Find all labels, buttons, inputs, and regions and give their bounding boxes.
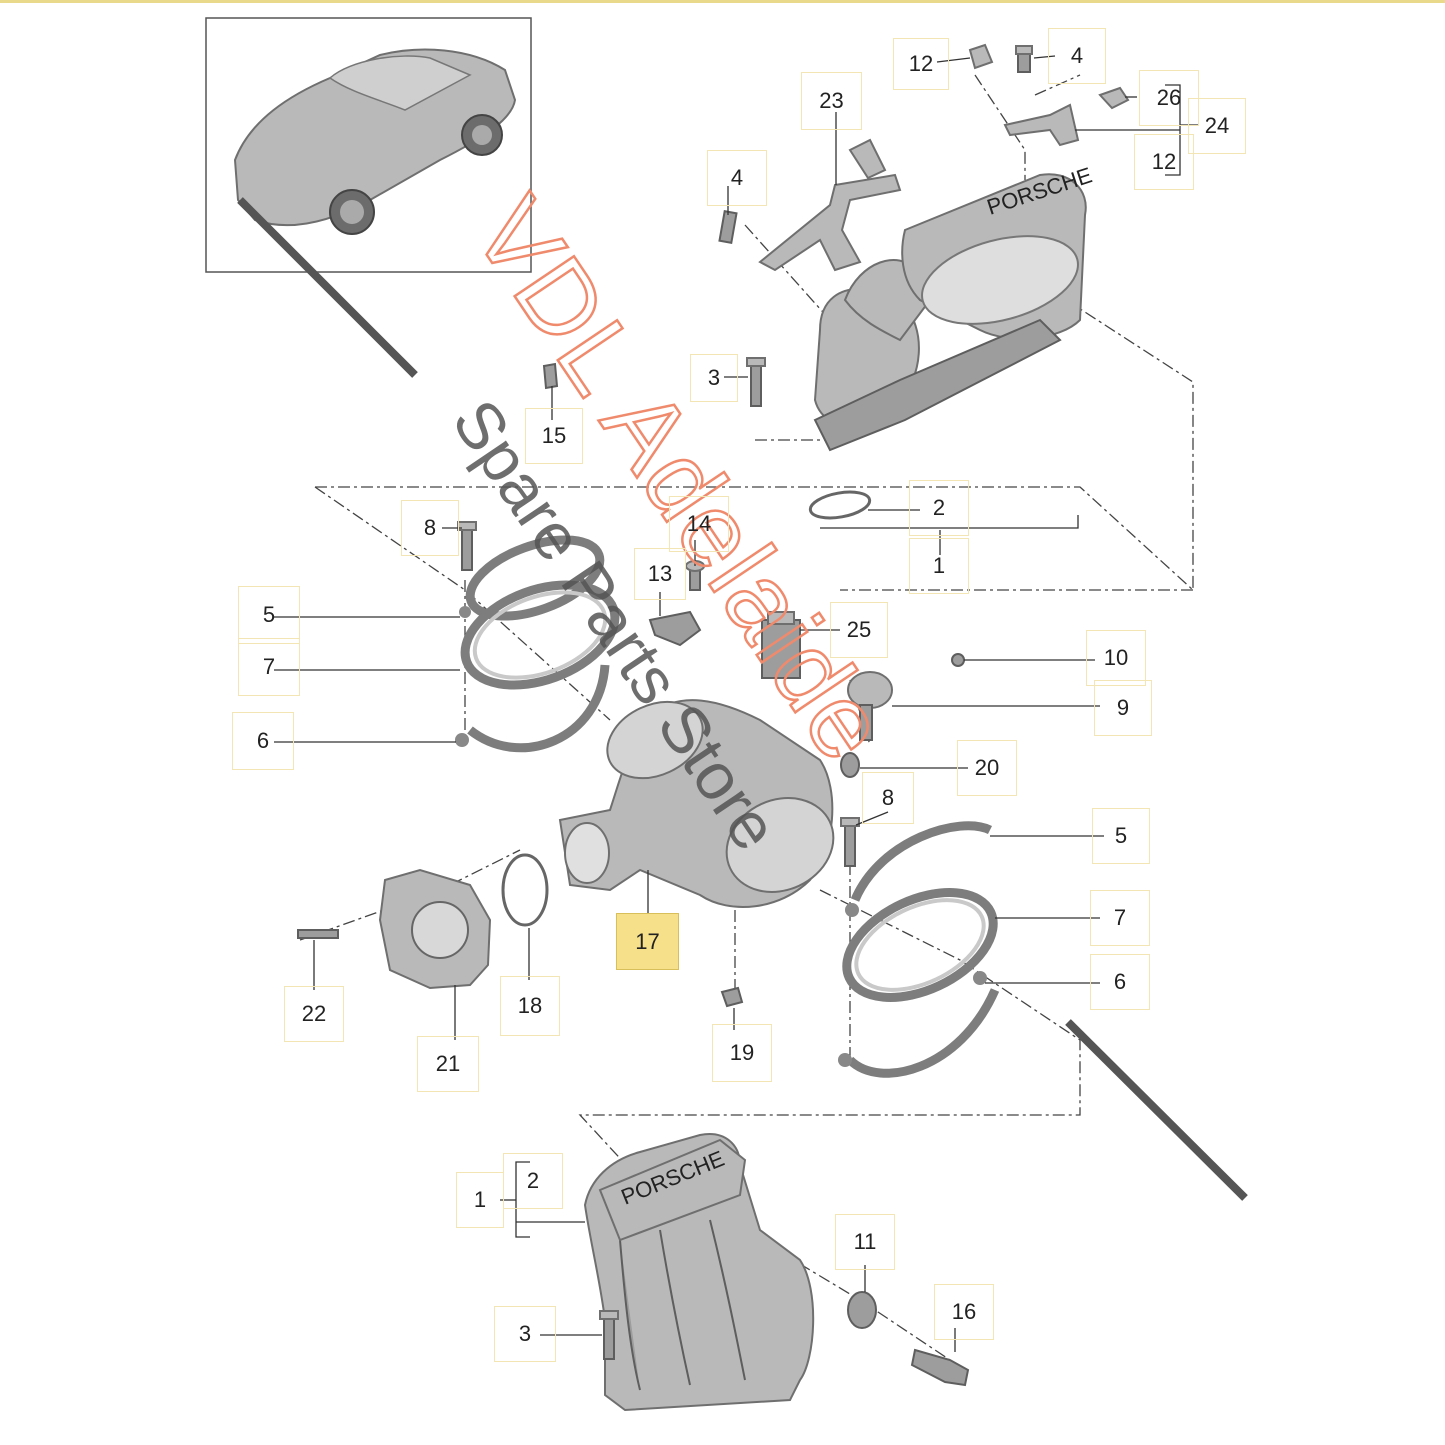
- screw-10: [951, 653, 965, 667]
- upper-intake-manifold: PORSCHE: [813, 162, 1095, 452]
- sensor-13: [648, 610, 702, 647]
- callout-7b: 7: [1090, 890, 1150, 946]
- bolt-3-lower: [599, 1310, 619, 1360]
- callout-3: 3: [690, 354, 738, 402]
- callout-8b: 8: [862, 772, 914, 824]
- valve-25: [761, 611, 801, 679]
- callout-18: 18: [500, 976, 560, 1036]
- gasket-2: [808, 490, 872, 520]
- callout-24: 24: [1188, 98, 1246, 154]
- throttle-body: [378, 868, 492, 990]
- callout-12: 12: [893, 38, 949, 90]
- callout-16: 16: [934, 1284, 994, 1340]
- callout-1: 1: [909, 538, 969, 594]
- clamp-rings-right: [838, 817, 1000, 1078]
- callout-7: 7: [238, 638, 300, 696]
- bolt-4: [718, 210, 738, 244]
- callout-12b: 12: [1134, 134, 1194, 190]
- callout-10: 10: [1086, 630, 1146, 686]
- callout-4: 4: [1048, 28, 1106, 84]
- bolt-3-upper: [746, 357, 766, 407]
- callout-11: 11: [835, 1214, 895, 1270]
- callout-14: 14: [669, 496, 729, 552]
- callout-4b: 4: [707, 150, 767, 206]
- callout-25: 25: [830, 602, 888, 658]
- callout-21: 21: [417, 1036, 479, 1092]
- callout-6b: 6: [1090, 954, 1150, 1010]
- clip-19: [720, 986, 744, 1008]
- callout-9: 9: [1094, 680, 1152, 736]
- intake-distributor: [558, 699, 835, 908]
- callout-20: 20: [957, 740, 1017, 796]
- callout-19: 19: [712, 1024, 772, 1082]
- plug-11: [847, 1291, 877, 1329]
- car-body: [233, 48, 517, 227]
- callout-17-highlighted: 17: [616, 913, 679, 970]
- callout-1b: 1: [456, 1172, 504, 1228]
- callout-6: 6: [232, 712, 294, 770]
- decorative-slash: [1065, 1019, 1248, 1201]
- top-border: [0, 0, 1445, 3]
- clip-15: [542, 362, 559, 390]
- seal-20: [840, 752, 860, 778]
- callout-5b: 5: [1092, 808, 1150, 864]
- leader-lines: [274, 55, 1198, 1352]
- o-ring-18: [501, 853, 549, 927]
- bracket-24: [968, 43, 1130, 147]
- callout-2: 2: [909, 480, 969, 536]
- bolt-22: [297, 929, 339, 939]
- callout-2b: 2: [503, 1153, 563, 1209]
- vehicle-thumbnail: [205, 17, 532, 378]
- clamp-rings-left: [455, 521, 620, 753]
- sensor-16: [910, 1348, 970, 1387]
- callout-13: 13: [634, 548, 686, 600]
- callout-3b: 3: [494, 1306, 556, 1362]
- actuator-9: [847, 671, 893, 741]
- callout-22: 22: [284, 986, 344, 1042]
- callout-15: 15: [525, 408, 583, 464]
- callout-23: 23: [801, 72, 862, 130]
- bracket-23: [758, 138, 902, 272]
- callout-5: 5: [238, 586, 300, 644]
- callout-8: 8: [401, 500, 459, 556]
- lower-intake-manifold: PORSCHE: [583, 1133, 815, 1412]
